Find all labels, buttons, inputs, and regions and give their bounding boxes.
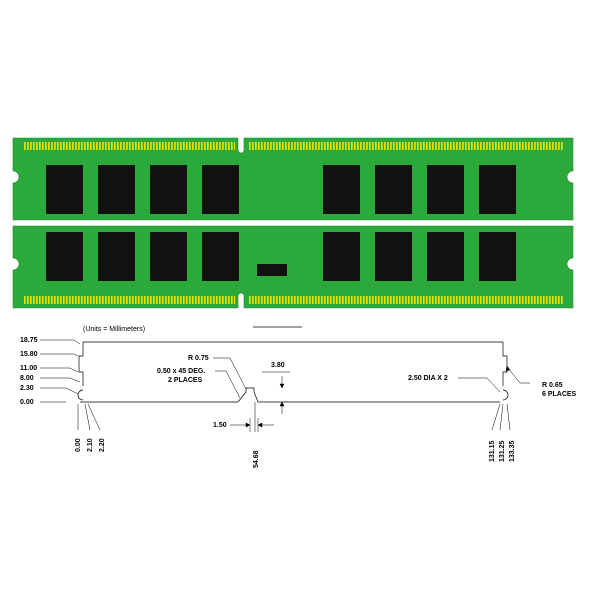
r065-label: R 0.65 <box>542 382 563 389</box>
memory-chip <box>98 165 135 214</box>
memory-chip <box>479 165 516 214</box>
chamfer-places-label: 2 PLACES <box>168 377 203 384</box>
bottom-dim-label: 0.00 <box>75 438 82 452</box>
dia-label: 2.50 DIA X 2 <box>408 375 448 382</box>
bottom-dim-label: 131.15 <box>489 440 496 462</box>
bottom-leaders <box>77 402 511 432</box>
memory-chip <box>375 165 412 214</box>
memory-chip <box>323 232 360 281</box>
memory-chip <box>427 232 464 281</box>
chamfer-label: 0.50 x 45 DEG. <box>157 368 205 375</box>
memory-chip <box>202 165 239 214</box>
height-label: 11.00 <box>20 365 37 372</box>
memory-chip <box>375 232 412 281</box>
memory-chip <box>427 165 464 214</box>
chip-row <box>46 232 516 281</box>
height-label: 8.00 <box>20 375 34 382</box>
height-label: 2.30 <box>20 385 34 392</box>
height-leaders <box>40 339 81 403</box>
bottom-dim-label: 2.10 <box>87 438 94 452</box>
callout-leaders <box>213 357 530 432</box>
contact-row-left <box>24 296 235 304</box>
chip-row <box>46 165 516 214</box>
memory-chip <box>150 165 187 214</box>
bottom-dim-label: 133.35 <box>509 440 516 462</box>
bottom-dim-label: 2.20 <box>99 438 106 452</box>
memory-chip <box>46 232 83 281</box>
contact-row-left <box>24 142 235 150</box>
units-note: (Units = Millimeters) <box>83 326 145 333</box>
memory-chip <box>202 232 239 281</box>
r075-label: R 0.75 <box>188 355 209 362</box>
memory-chip <box>150 232 187 281</box>
memory-chip <box>98 232 135 281</box>
notch-depth-label: 3.80 <box>271 362 285 369</box>
contact-row-right <box>248 296 564 304</box>
mechanical-outline <box>77 341 509 403</box>
height-label: 15.80 <box>20 351 38 358</box>
memory-chip <box>323 165 360 214</box>
bottom-dim-label: 54.68 <box>253 450 260 468</box>
height-label: 0.00 <box>20 399 34 406</box>
contact-row-right <box>248 142 564 150</box>
memory-chip <box>46 165 83 214</box>
memory-chip <box>479 232 516 281</box>
memory-module-front <box>12 137 574 221</box>
r065-places-label: 6 PLACES <box>542 391 577 398</box>
spd-chip <box>257 264 287 276</box>
notch-width-label: 1.50 <box>213 422 227 429</box>
memory-module-back <box>12 225 574 309</box>
height-label: 18.75 <box>20 337 38 344</box>
bottom-dim-label: 131.25 <box>499 440 506 462</box>
